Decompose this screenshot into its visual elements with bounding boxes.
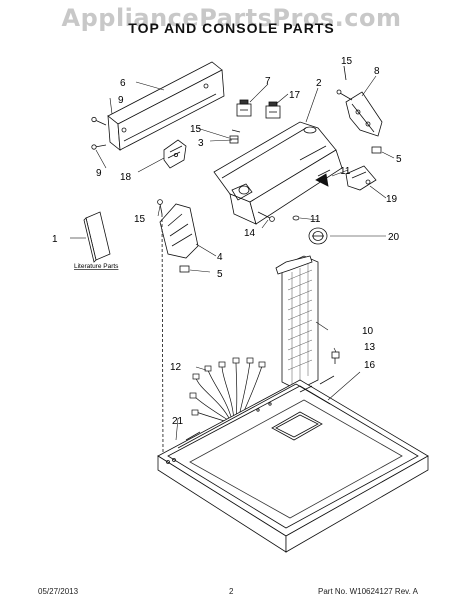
callout-label: 18	[120, 172, 132, 183]
callout-label: 12	[170, 362, 182, 373]
callout-label: 15	[134, 214, 146, 225]
watermark-text: AppliancePartsPros.com	[61, 4, 402, 32]
callout-label: 9	[96, 168, 102, 179]
lint-housing-part	[159, 203, 199, 259]
console-part	[213, 121, 343, 225]
page-title: TOP AND CONSOLE PARTS	[128, 20, 335, 36]
callout-labels: 6 9 9 18 15 3 7 17 2 15 8 5 11 19 11 14 …	[52, 56, 402, 427]
callout-label: 1	[52, 234, 58, 245]
callout-label: 11	[340, 166, 351, 177]
footer-part-number: Part No. W10624127 Rev. A	[318, 587, 418, 596]
footer-date: 05/27/2013	[38, 587, 79, 596]
clip-part	[179, 146, 382, 273]
callout-label: 19	[386, 194, 398, 205]
screw-part	[257, 211, 300, 222]
literature-booklet-part	[83, 211, 111, 263]
knob-part	[308, 227, 328, 245]
bracket-part	[163, 139, 187, 169]
callout-label: 9	[118, 95, 124, 106]
callout-label: 6	[120, 78, 126, 89]
top-panel-part	[157, 375, 429, 553]
callout-label: 14	[244, 228, 256, 239]
lint-screen-part	[275, 255, 319, 391]
control-module-part	[345, 165, 377, 191]
callout-label: 21	[172, 416, 184, 427]
callout-label: 15	[341, 56, 353, 67]
screw-part	[91, 116, 107, 150]
callout-label: 7	[265, 76, 271, 87]
callout-label: 10	[362, 326, 374, 337]
callout-label: 8	[374, 66, 380, 77]
callout-label: 2	[316, 78, 322, 89]
leader-lines	[70, 75, 395, 441]
callout-label: 13	[364, 342, 376, 353]
literature-parts-label: Literature Parts	[74, 263, 119, 270]
clip-part	[229, 135, 239, 144]
rear-panel-part	[107, 61, 225, 151]
callout-label: 20	[388, 232, 400, 243]
screw-part	[157, 65, 347, 453]
footer-page-number: 2	[229, 587, 234, 596]
switch-part	[236, 99, 281, 119]
sensor-part	[331, 351, 340, 364]
callout-label: 17	[289, 90, 301, 101]
callout-label: 4	[217, 252, 223, 263]
callout-label: 3	[198, 138, 204, 149]
callout-label: 5	[396, 154, 402, 165]
hinge-part	[336, 89, 383, 137]
callout-label: 16	[364, 360, 376, 371]
callout-label: 5	[217, 269, 223, 280]
callout-label: 11	[310, 214, 321, 225]
callout-label: 15	[190, 124, 202, 135]
